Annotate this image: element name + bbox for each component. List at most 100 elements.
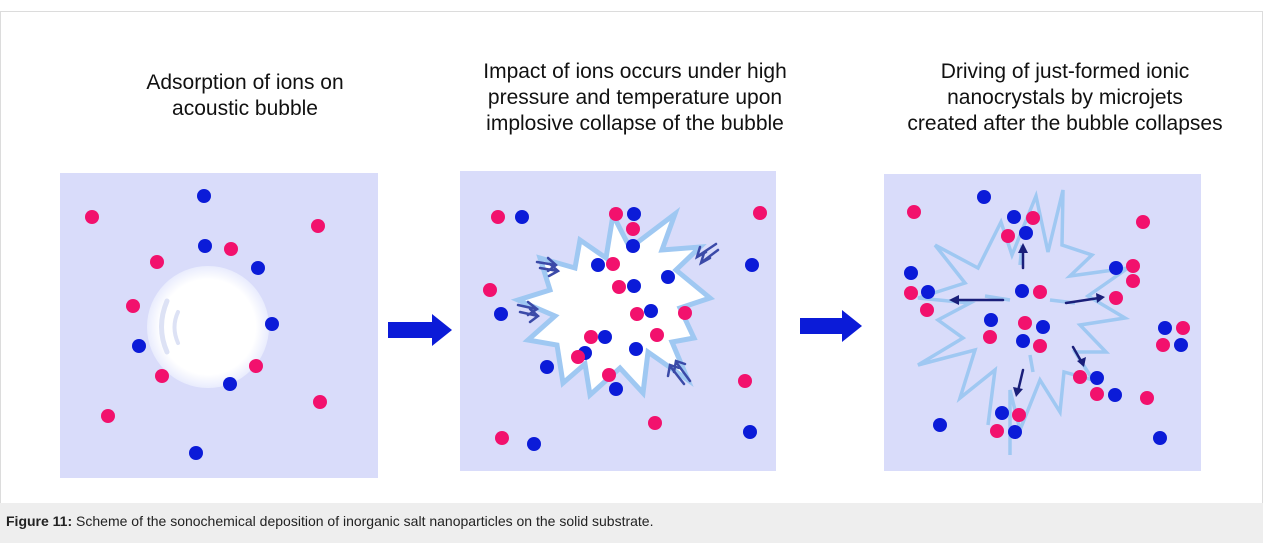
cation-dot — [650, 328, 664, 342]
anion-dot — [626, 239, 640, 253]
anion-dot — [540, 360, 554, 374]
cation-dot — [311, 219, 325, 233]
cation-dot — [1126, 259, 1140, 273]
stage-arrow-icon — [388, 314, 452, 346]
anion-dot — [977, 190, 991, 204]
cation-dot — [224, 242, 238, 256]
bubble-highlight-inner — [172, 310, 180, 345]
anion-dot — [627, 279, 641, 293]
cation-dot — [1012, 408, 1026, 422]
stage-1-ions — [85, 189, 327, 460]
anion-dot — [1019, 226, 1033, 240]
cation-dot — [126, 299, 140, 313]
compression-arrows-icon — [516, 242, 720, 386]
cation-dot — [678, 306, 692, 320]
anion-dot — [598, 330, 612, 344]
anion-dot — [527, 437, 541, 451]
cation-dot — [1026, 211, 1040, 225]
stage-arrow-icon-2 — [800, 310, 862, 342]
anion-dot — [904, 266, 918, 280]
anion-dot — [189, 446, 203, 460]
cation-dot — [571, 350, 585, 364]
anion-dot — [921, 285, 935, 299]
anion-dot — [223, 377, 237, 391]
anion-dot — [1158, 321, 1172, 335]
cation-dot — [1109, 291, 1123, 305]
anion-dot — [609, 382, 623, 396]
anion-dot — [198, 239, 212, 253]
anion-dot — [1007, 210, 1021, 224]
figure-caption: Figure 11: Scheme of the sonochemical de… — [0, 503, 1263, 543]
anion-dot — [132, 339, 146, 353]
anion-dot — [591, 258, 605, 272]
cation-dot — [1176, 321, 1190, 335]
anion-dot — [984, 313, 998, 327]
cation-dot — [602, 368, 616, 382]
cation-dot — [1136, 215, 1150, 229]
cation-dot — [648, 416, 662, 430]
caption-text: Scheme of the sonochemical deposition of… — [72, 513, 654, 529]
anion-dot — [1036, 320, 1050, 334]
cation-dot — [1156, 338, 1170, 352]
cation-dot — [626, 222, 640, 236]
cation-dot — [150, 255, 164, 269]
anion-dot — [1109, 261, 1123, 275]
stage-2-title: Impact of ions occurs under high pressur… — [483, 60, 787, 135]
cation-dot — [1018, 316, 1032, 330]
anion-dot — [1153, 431, 1167, 445]
cation-dot — [753, 206, 767, 220]
stage-1-panel — [60, 173, 378, 478]
cation-dot — [491, 210, 505, 224]
cation-dot — [249, 359, 263, 373]
anion-dot — [515, 210, 529, 224]
anion-dot — [661, 270, 675, 284]
anion-dot — [1008, 425, 1022, 439]
cation-dot — [101, 409, 115, 423]
anion-dot — [1015, 284, 1029, 298]
anion-dot — [995, 406, 1009, 420]
cation-dot — [483, 283, 497, 297]
cation-dot — [1033, 285, 1047, 299]
stage-1-title: Adsorption of ions on acoustic bubble — [146, 71, 344, 120]
cation-dot — [990, 424, 1004, 438]
anion-dot — [265, 317, 279, 331]
stage-2-ions — [483, 206, 767, 451]
anion-dot — [627, 207, 641, 221]
anion-dot — [197, 189, 211, 203]
stage-3-title: Driving of just-formed ionic nanocrystal… — [907, 60, 1223, 135]
anion-dot — [629, 342, 643, 356]
cation-dot — [313, 395, 327, 409]
cation-dot — [630, 307, 644, 321]
cation-dot — [904, 286, 918, 300]
anion-dot — [494, 307, 508, 321]
cation-dot — [1126, 274, 1140, 288]
anion-dot — [743, 425, 757, 439]
microjet-arrows-icon — [949, 243, 1105, 397]
anion-dot — [644, 304, 658, 318]
cation-dot — [155, 369, 169, 383]
anion-dot — [745, 258, 759, 272]
bubble-highlight — [159, 298, 170, 355]
anion-dot — [1016, 334, 1030, 348]
cation-dot — [738, 374, 752, 388]
cation-dot — [1001, 229, 1015, 243]
caption-label: Figure 11: — [6, 513, 73, 529]
stage-2-panel — [460, 171, 776, 471]
cation-dot — [606, 257, 620, 271]
anion-dot — [1174, 338, 1188, 352]
cation-dot — [1033, 339, 1047, 353]
cation-dot — [1140, 391, 1154, 405]
cation-dot — [85, 210, 99, 224]
stage-3-ions — [904, 190, 1190, 445]
anion-dot — [933, 418, 947, 432]
cation-dot — [609, 207, 623, 221]
anion-dot — [1108, 388, 1122, 402]
anion-dot — [1090, 371, 1104, 385]
cation-dot — [983, 330, 997, 344]
cation-dot — [1073, 370, 1087, 384]
cation-dot — [920, 303, 934, 317]
acoustic-bubble — [147, 266, 269, 388]
anion-dot — [251, 261, 265, 275]
stage-3-panel — [884, 174, 1201, 471]
